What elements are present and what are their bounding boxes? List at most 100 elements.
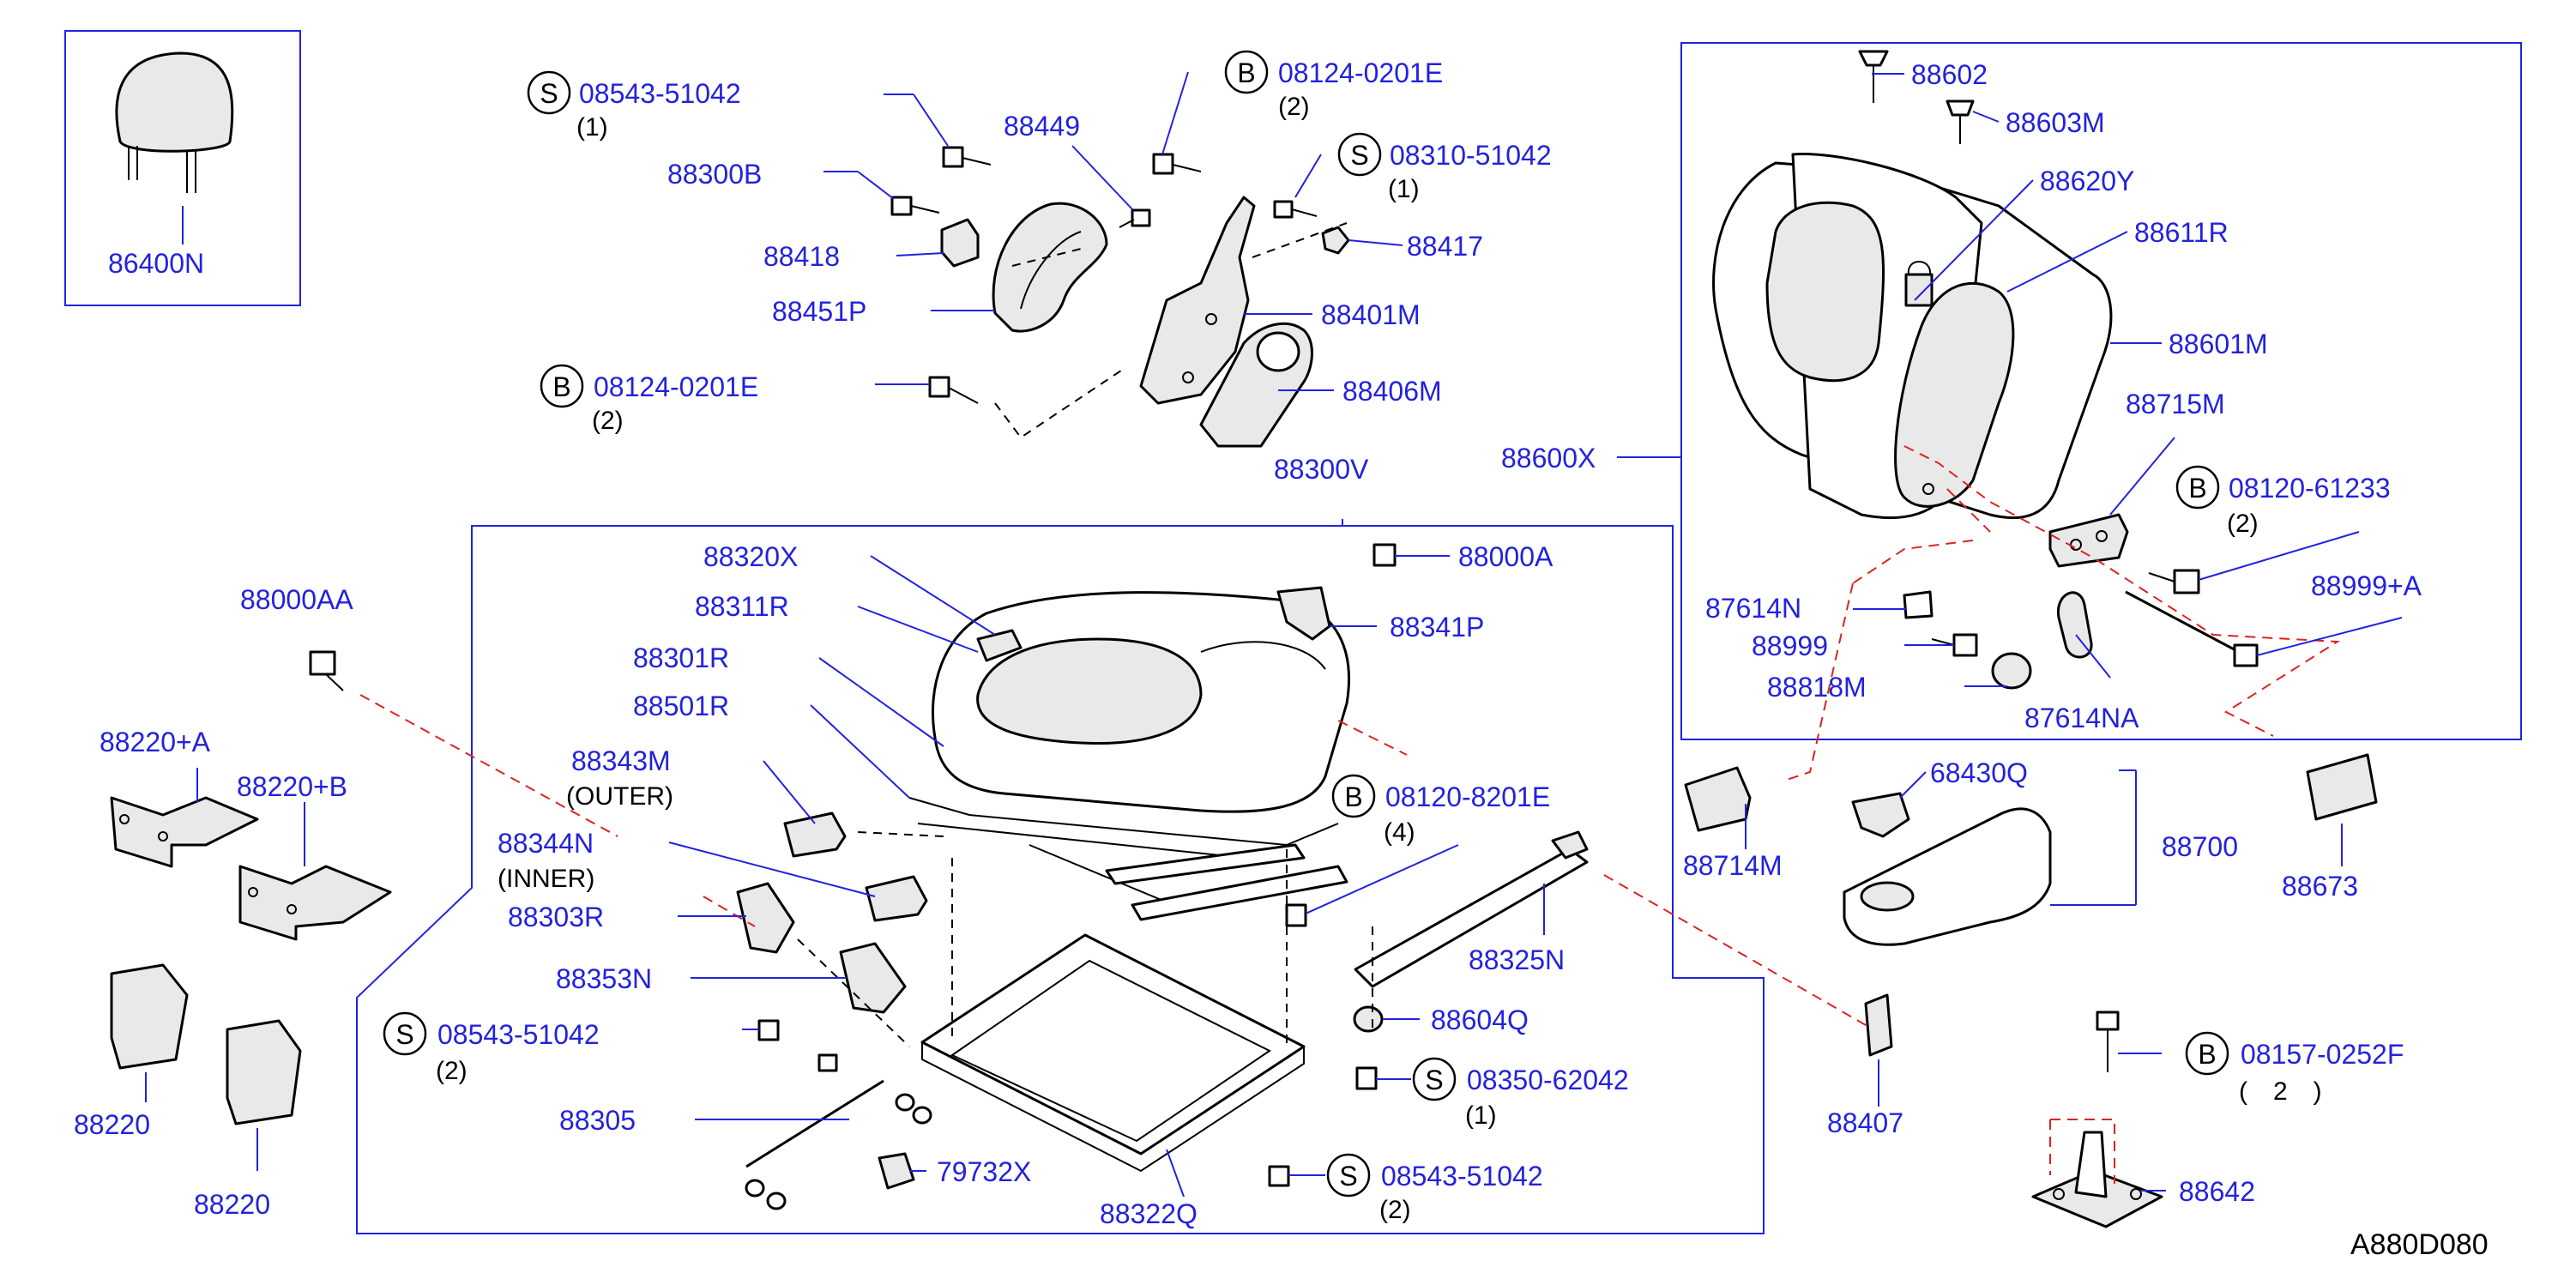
part-label-88602[interactable]: 88602	[1911, 59, 1988, 90]
part-label-88611R[interactable]: 88611R	[2134, 217, 2229, 248]
part-label-88220A[interactable]: 88220+A	[100, 727, 211, 757]
seat-cushion-88501R	[932, 591, 1350, 813]
part-label-88220-2[interactable]: 88220	[194, 1189, 270, 1220]
lock-88620Y	[1904, 261, 1934, 307]
prefix-circle-s3: S	[383, 1011, 427, 1056]
qty-08124-0201E-bottom: (2)	[592, 407, 624, 435]
part-label-08120-61233[interactable]: 08120-61233	[2229, 473, 2391, 504]
prefix-circle-s4: S	[1412, 1057, 1457, 1101]
qty-08124-0201E-top: (2)	[1278, 93, 1310, 121]
part-label-88000A[interactable]: 88000A	[1458, 541, 1553, 572]
bracket-88220B	[238, 865, 392, 941]
note-88344N: (INNER)	[498, 865, 594, 893]
prefix-circle-s5: S	[1326, 1153, 1371, 1198]
bolt-08120-8201E	[1285, 903, 1307, 927]
part-label-88418[interactable]: 88418	[763, 241, 840, 272]
svg-text:S: S	[395, 1019, 413, 1050]
part-label-88000AA[interactable]: 88000AA	[240, 584, 353, 615]
part-label-88673[interactable]: 88673	[2282, 871, 2358, 902]
part-label-88220B[interactable]: 88220+B	[237, 771, 347, 802]
hook-88000A	[1372, 543, 1397, 567]
part-label-08350-62042[interactable]: 08350-62042	[1467, 1065, 1629, 1095]
part-label-88303R[interactable]: 88303R	[508, 902, 604, 932]
part-label-88343M[interactable]: 88343M	[571, 745, 671, 776]
part-label-08543-51042-top[interactable]: 08543-51042	[579, 78, 741, 109]
qty-08120-61233: (2)	[2227, 510, 2259, 538]
part-label-08124-0201E-bottom[interactable]: 08124-0201E	[594, 371, 758, 402]
part-label-88449[interactable]: 88449	[1004, 111, 1080, 142]
part-label-88999A[interactable]: 88999+A	[2311, 570, 2422, 601]
part-label-88301R[interactable]: 88301R	[633, 643, 729, 673]
part-label-08543-51042-mid[interactable]: 08543-51042	[437, 1019, 600, 1050]
part-label-68430Q[interactable]: 68430Q	[1930, 757, 2028, 788]
part-label-88700[interactable]: 88700	[2162, 831, 2238, 862]
bumper-87614N	[1903, 590, 1934, 619]
part-label-88604Q[interactable]: 88604Q	[1431, 1005, 1529, 1035]
qty-08310-51042: (1)	[1388, 175, 1420, 203]
bolt-08350-62042	[1355, 1066, 1378, 1090]
bracket-88407	[1864, 993, 1893, 1057]
clip-79732X	[878, 1152, 915, 1190]
part-label-88341P[interactable]: 88341P	[1390, 612, 1484, 643]
part-label-88407[interactable]: 88407	[1827, 1107, 1903, 1138]
clip-88417	[1321, 226, 1350, 255]
bracket-88341P	[1276, 586, 1331, 641]
part-label-88300B[interactable]: 88300B	[667, 159, 762, 190]
svg-text:S: S	[1350, 140, 1368, 171]
part-label-86400N[interactable]: 86400N	[108, 248, 204, 279]
pad-88344N	[865, 875, 928, 922]
svg-text:B: B	[2198, 1039, 2216, 1070]
bolt-08124-0201E-bottom	[928, 376, 979, 404]
part-label-88401M[interactable]: 88401M	[1321, 299, 1421, 330]
part-label-88353N[interactable]: 88353N	[556, 963, 652, 994]
part-label-08157-0252F[interactable]: 08157-0252F	[2241, 1039, 2404, 1070]
part-label-88406M[interactable]: 88406M	[1342, 376, 1442, 407]
part-label-08120-8201E[interactable]: 08120-8201E	[1385, 781, 1550, 812]
part-label-88999[interactable]: 88999	[1752, 630, 1828, 661]
svg-text:B: B	[1237, 57, 1255, 88]
cap-88818M	[1991, 652, 2032, 690]
part-label-88220-1[interactable]: 88220	[74, 1109, 150, 1140]
part-label-88601M[interactable]: 88601M	[2169, 329, 2268, 359]
part-label-08310-51042[interactable]: 08310-51042	[1390, 140, 1552, 171]
part-label-88715M[interactable]: 88715M	[2126, 389, 2225, 419]
part-label-88620Y[interactable]: 88620Y	[2040, 166, 2134, 196]
prefix-circle-b1: B	[1224, 50, 1269, 94]
cover-88673	[2306, 753, 2378, 821]
part-label-79732X[interactable]: 79732X	[937, 1156, 1031, 1187]
part-label-87614NA[interactable]: 87614NA	[2024, 703, 2139, 733]
armrest-88700	[1843, 807, 2052, 946]
bracket-88303R	[736, 882, 795, 954]
seat-back-88601M	[1712, 153, 2113, 520]
svg-text:B: B	[552, 371, 570, 402]
recliner-cover-88451P	[992, 202, 1108, 333]
part-label-88603M[interactable]: 88603M	[2006, 107, 2105, 138]
part-label-87614N[interactable]: 87614N	[1705, 593, 1801, 624]
screw-08543-51042-b	[757, 1019, 780, 1041]
part-label-88305[interactable]: 88305	[559, 1105, 636, 1136]
part-label-88322Q[interactable]: 88322Q	[1100, 1198, 1198, 1229]
part-label-88501R[interactable]: 88501R	[633, 691, 729, 721]
qty-08543-51042-mid: (2)	[436, 1057, 468, 1085]
bolt-08124-0201E-top	[1152, 153, 1202, 175]
part-label-08124-0201E-top[interactable]: 08124-0201E	[1278, 57, 1443, 88]
part-label-88818M[interactable]: 88818M	[1767, 672, 1867, 703]
clip-88603M	[1946, 100, 1975, 144]
part-label-88451P[interactable]: 88451P	[772, 296, 866, 327]
part-label-88600X[interactable]: 88600X	[1501, 443, 1596, 474]
bolt-88300B	[890, 196, 940, 216]
trim-88714M	[1684, 766, 1752, 832]
part-label-88714M[interactable]: 88714M	[1683, 850, 1783, 881]
part-label-88325N[interactable]: 88325N	[1469, 944, 1565, 975]
recliner-plate-88401M	[1139, 196, 1256, 405]
part-label-88311R[interactable]: 88311R	[695, 591, 789, 622]
bolt-08120-61233	[2148, 569, 2200, 594]
part-label-88300V[interactable]: 88300V	[1274, 454, 1369, 485]
part-label-88417[interactable]: 88417	[1407, 231, 1483, 262]
part-label-08543-51042-bottom[interactable]: 08543-51042	[1381, 1161, 1543, 1192]
part-label-88642[interactable]: 88642	[2179, 1176, 2255, 1207]
part-label-88320X[interactable]: 88320X	[703, 541, 798, 572]
part-label-88344N[interactable]: 88344N	[498, 828, 594, 859]
bolt-88602	[1858, 50, 1889, 103]
